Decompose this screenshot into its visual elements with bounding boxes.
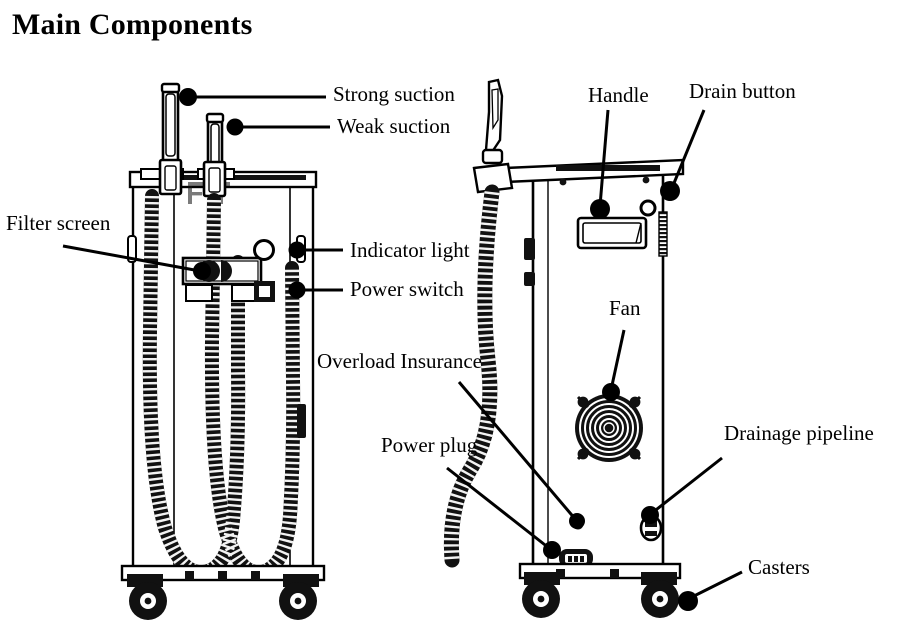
dot-fan — [602, 383, 620, 401]
rear-drainage-hose — [443, 184, 500, 568]
leader-fan — [609, 329, 626, 391]
leader-overload-insurance — [457, 381, 578, 521]
leader-filter-screen — [62, 244, 201, 273]
dot-strong-suction — [179, 88, 197, 106]
indicator-light-part — [253, 239, 275, 261]
caster-rear-left — [522, 572, 560, 618]
power-plug-part — [559, 549, 593, 567]
weak-suction-handle — [202, 112, 227, 198]
label-power-switch: Power switch — [350, 277, 464, 301]
dot-drain-button — [660, 181, 680, 201]
callout-dots — [179, 88, 698, 611]
dot-handle — [590, 199, 610, 219]
dot-drainage-pipeline — [641, 506, 659, 524]
leader-lines — [62, 95, 743, 602]
right-vent-strip — [658, 211, 668, 257]
dot-casters — [678, 591, 698, 611]
left-machine-front-view — [120, 82, 326, 620]
leader-drain-button — [670, 109, 706, 189]
drain-button-part — [639, 199, 657, 217]
dot-power-switch — [288, 281, 306, 299]
dot-weak-suction — [226, 118, 244, 136]
caster-front-left — [127, 574, 167, 620]
label-indicator-light: Indicator light — [350, 238, 470, 262]
panel-screw-right — [642, 176, 650, 184]
label-handle: Handle — [588, 83, 649, 107]
strong-suction-handle — [158, 82, 183, 196]
caster-rear-right — [641, 572, 679, 618]
dot-power-plug — [543, 541, 561, 559]
label-power-plug: Power plug — [381, 433, 478, 457]
rear-hose-nozzle — [472, 78, 514, 194]
dot-overload-insurance — [569, 513, 585, 529]
fan-part — [575, 394, 643, 462]
label-drainage-pipeline: Drainage pipeline — [724, 421, 874, 445]
dot-filter-screen — [193, 262, 211, 280]
page-title: Main Components — [12, 8, 253, 41]
dot-indicator-light — [288, 241, 306, 259]
panel-screw-left — [559, 178, 567, 186]
label-casters: Casters — [748, 555, 810, 579]
label-fan: Fan — [609, 296, 641, 320]
caster-front-right — [279, 574, 319, 620]
label-weak-suction: Weak suction — [337, 114, 451, 138]
label-drain-button: Drain button — [689, 79, 796, 103]
label-strong-suction: Strong suction — [333, 82, 455, 106]
handle-part — [576, 216, 648, 250]
leader-drainage-pipeline — [651, 456, 723, 515]
power-switch-part — [254, 281, 275, 302]
label-filter-screen: Filter screen — [6, 211, 111, 235]
right-machine-rear-view — [443, 78, 685, 618]
leader-handle — [598, 109, 610, 207]
label-overload-insurance: Overload Insurance — [317, 349, 483, 373]
leader-power-plug — [446, 466, 555, 554]
